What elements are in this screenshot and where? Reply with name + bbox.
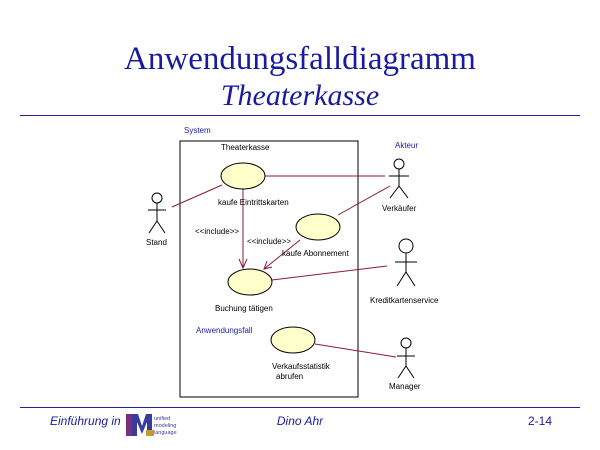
usecase-label-eintrittskarten: kaufe Eintrittskarten bbox=[218, 198, 289, 207]
uml-logo-word-2: modeling bbox=[154, 423, 176, 429]
include-arrowhead-1 bbox=[238, 258, 248, 270]
actor-kreditkartenservice bbox=[395, 238, 417, 287]
actor-verkaeufer bbox=[389, 158, 409, 199]
actor-label-stand: Stand bbox=[146, 238, 167, 247]
footer-course-title: Einführung in bbox=[50, 414, 121, 428]
footer-author: Dino Ahr bbox=[276, 414, 324, 428]
include-arrowhead-2 bbox=[263, 260, 273, 270]
usecase-kaufe-abonnement bbox=[295, 213, 341, 241]
usecase-kaufe-eintrittskarten bbox=[220, 162, 266, 190]
usecase-label-buchung: Buchung tätigen bbox=[215, 304, 273, 313]
actor-label-verkaeufer: Verkäufer bbox=[382, 204, 417, 213]
slide-subtitle: Theaterkasse bbox=[220, 79, 380, 112]
title-divider bbox=[20, 115, 580, 116]
uml-logo-word-1: unified bbox=[154, 416, 170, 422]
uml-logo-word-3: language bbox=[154, 430, 177, 436]
actor-stand bbox=[148, 192, 166, 234]
usecase-annotation: Anwendungsfall bbox=[196, 326, 253, 335]
include-label-1: <<include>> bbox=[195, 227, 239, 236]
usecase-verkaufsstatistik bbox=[270, 326, 316, 354]
include-label-2: <<include>> bbox=[247, 237, 291, 246]
footer-divider bbox=[20, 407, 580, 408]
assoc-verkaeufer-abonnement bbox=[337, 185, 391, 216]
page-number: 2-14 bbox=[527, 414, 552, 428]
uml-logo: unified modeling language bbox=[126, 414, 177, 436]
assoc-kreditkartenservice-buchung bbox=[271, 265, 388, 281]
usecase-label-statistik-2: abrufen bbox=[276, 372, 303, 381]
slide-title: Anwendungsfalldiagramm bbox=[124, 41, 476, 77]
actor-label-kreditkartenservice: Kreditkartenservice bbox=[370, 296, 439, 305]
assoc-manager-statistik bbox=[314, 343, 397, 358]
system-annotation: System bbox=[184, 126, 211, 135]
actor-manager bbox=[397, 337, 415, 379]
system-boundary bbox=[179, 140, 359, 398]
usecase-label-statistik-1: Verkaufsstatistik bbox=[272, 362, 331, 371]
system-name: Theaterkasse bbox=[221, 143, 270, 152]
actor-label-manager: Manager bbox=[389, 382, 421, 391]
actor-annotation: Akteur bbox=[395, 141, 418, 150]
assoc-stand-eintrittskarten bbox=[171, 184, 223, 208]
include-arrow-2 bbox=[263, 239, 301, 270]
usecase-buchung-taetigen bbox=[227, 268, 273, 296]
usecase-label-abonnement: kaufe Abonnement bbox=[282, 249, 349, 258]
